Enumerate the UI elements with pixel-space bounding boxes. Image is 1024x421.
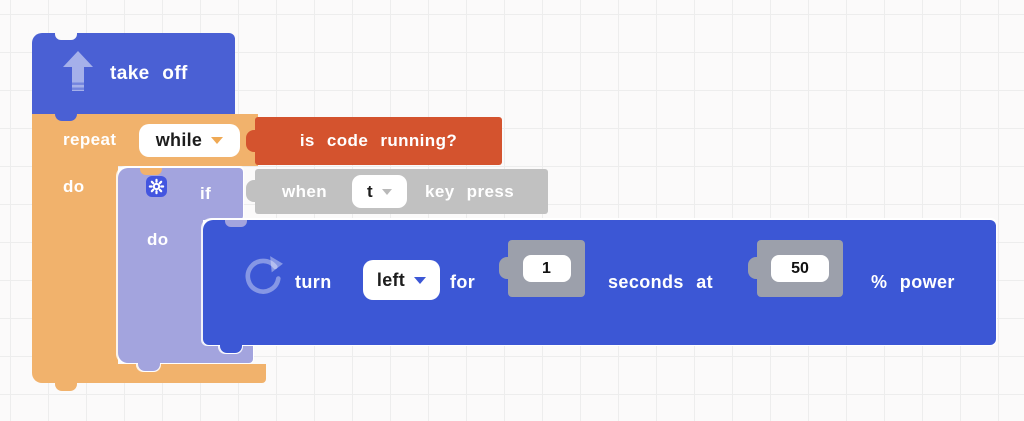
key-dropdown-value: t <box>367 181 373 201</box>
power-input[interactable]: 50 <box>771 255 829 282</box>
is-code-running-block[interactable]: is code running? <box>246 117 502 165</box>
power-value-block[interactable]: 50 <box>748 240 843 297</box>
seconds-at-label: seconds at <box>608 272 714 292</box>
turn-next-connection-tab <box>220 345 242 353</box>
repeat-block-bottom-bar[interactable] <box>32 364 266 391</box>
repeat-block-top-row[interactable]: repeat while <box>32 114 258 166</box>
if-block-bottom-bar[interactable] <box>118 343 253 371</box>
key-press-label: key press <box>425 182 515 201</box>
turn-for-label: for <box>450 272 476 292</box>
chevron-down-icon <box>414 276 427 284</box>
percent-power-label: % power <box>871 272 955 292</box>
if-label: if <box>200 184 212 203</box>
repeat-next-connection-tab <box>55 383 77 391</box>
duration-value-block[interactable]: 1 <box>499 240 585 297</box>
when-key-press-block[interactable]: when t key press <box>246 169 548 214</box>
turn-direction-value: left <box>376 269 406 290</box>
if-block-left-column[interactable]: do <box>118 218 203 345</box>
if-block-top-row[interactable]: if <box>118 168 243 220</box>
repeat-mode-dropdown[interactable]: while <box>139 124 240 157</box>
take-off-label: take off <box>110 63 188 84</box>
if-block[interactable]: if do <box>118 168 253 371</box>
rotate-cw-icon <box>245 256 283 294</box>
key-dropdown[interactable]: t <box>352 175 407 208</box>
take-off-bottom-tab <box>55 113 77 121</box>
puzzle-tab-left <box>246 130 259 152</box>
turn-label: turn <box>295 272 332 292</box>
when-label: when <box>282 182 328 201</box>
if-next-connection-tab <box>138 363 160 371</box>
turn-block[interactable]: turn left for 1 seconds at 50 % power <box>203 220 996 353</box>
up-arrow-icon <box>63 51 93 91</box>
repeat-block-left-column[interactable]: do <box>32 164 118 366</box>
if-top-notch <box>140 168 162 175</box>
puzzle-tab-left <box>499 257 512 279</box>
is-code-running-label: is code running? <box>299 131 458 150</box>
take-off-block[interactable]: take off <box>32 33 235 121</box>
puzzle-tab-left <box>748 257 761 279</box>
puzzle-tab-left <box>246 180 259 202</box>
gear-icon[interactable] <box>146 176 167 197</box>
repeat-mode-value: while <box>155 130 203 150</box>
turn-block-body[interactable]: turn left for 1 seconds at 50 % power <box>203 220 996 353</box>
repeat-do-label: do <box>63 177 85 196</box>
turn-top-notch <box>225 220 247 227</box>
if-do-label: do <box>147 230 169 249</box>
turn-direction-dropdown[interactable]: left <box>363 260 440 300</box>
chevron-down-icon <box>381 188 392 195</box>
duration-input[interactable]: 1 <box>522 255 571 282</box>
chevron-down-icon <box>211 137 224 144</box>
repeat-label: repeat <box>63 130 117 149</box>
take-off-top-notch <box>55 33 77 40</box>
